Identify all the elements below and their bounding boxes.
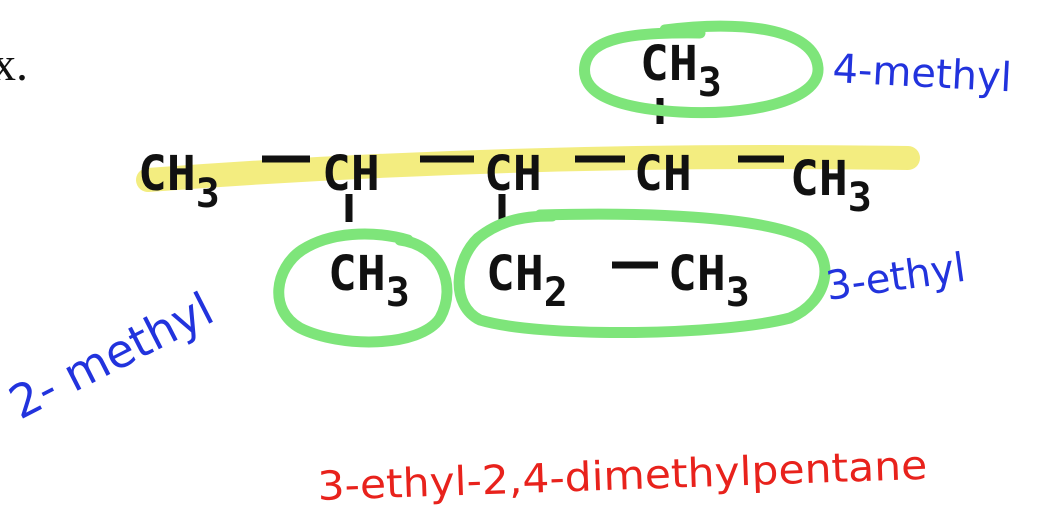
atom-bottom-methyl: CH3 [328, 246, 410, 316]
atom-ethyl-ch3: CH3 [668, 246, 750, 316]
atom-ethyl-ch2: CH2 [486, 246, 568, 316]
substituent-circles [273, 20, 831, 348]
atom-c3: CH [484, 146, 542, 202]
question-prefix: x. [0, 38, 28, 91]
circle-top-methyl [579, 20, 824, 119]
label-3-ethyl: 3-ethyl [823, 245, 968, 310]
atom-c2: CH [322, 146, 380, 202]
main-chain-highlight [136, 144, 920, 192]
label-2-methyl: 2- methyl [0, 281, 221, 429]
circle-bottom-methyl [273, 228, 453, 348]
circle-ethyl [453, 208, 831, 338]
atom-c5: CH3 [790, 151, 872, 221]
atom-c4: CH [634, 146, 692, 202]
atom-c1: CH3 [138, 146, 220, 217]
atom-top-methyl: CH3 [640, 36, 722, 106]
compound-name: 3-ethyl-2,4-dimethylpentane [317, 443, 928, 510]
label-4-methyl: 4-methyl [831, 46, 1012, 101]
